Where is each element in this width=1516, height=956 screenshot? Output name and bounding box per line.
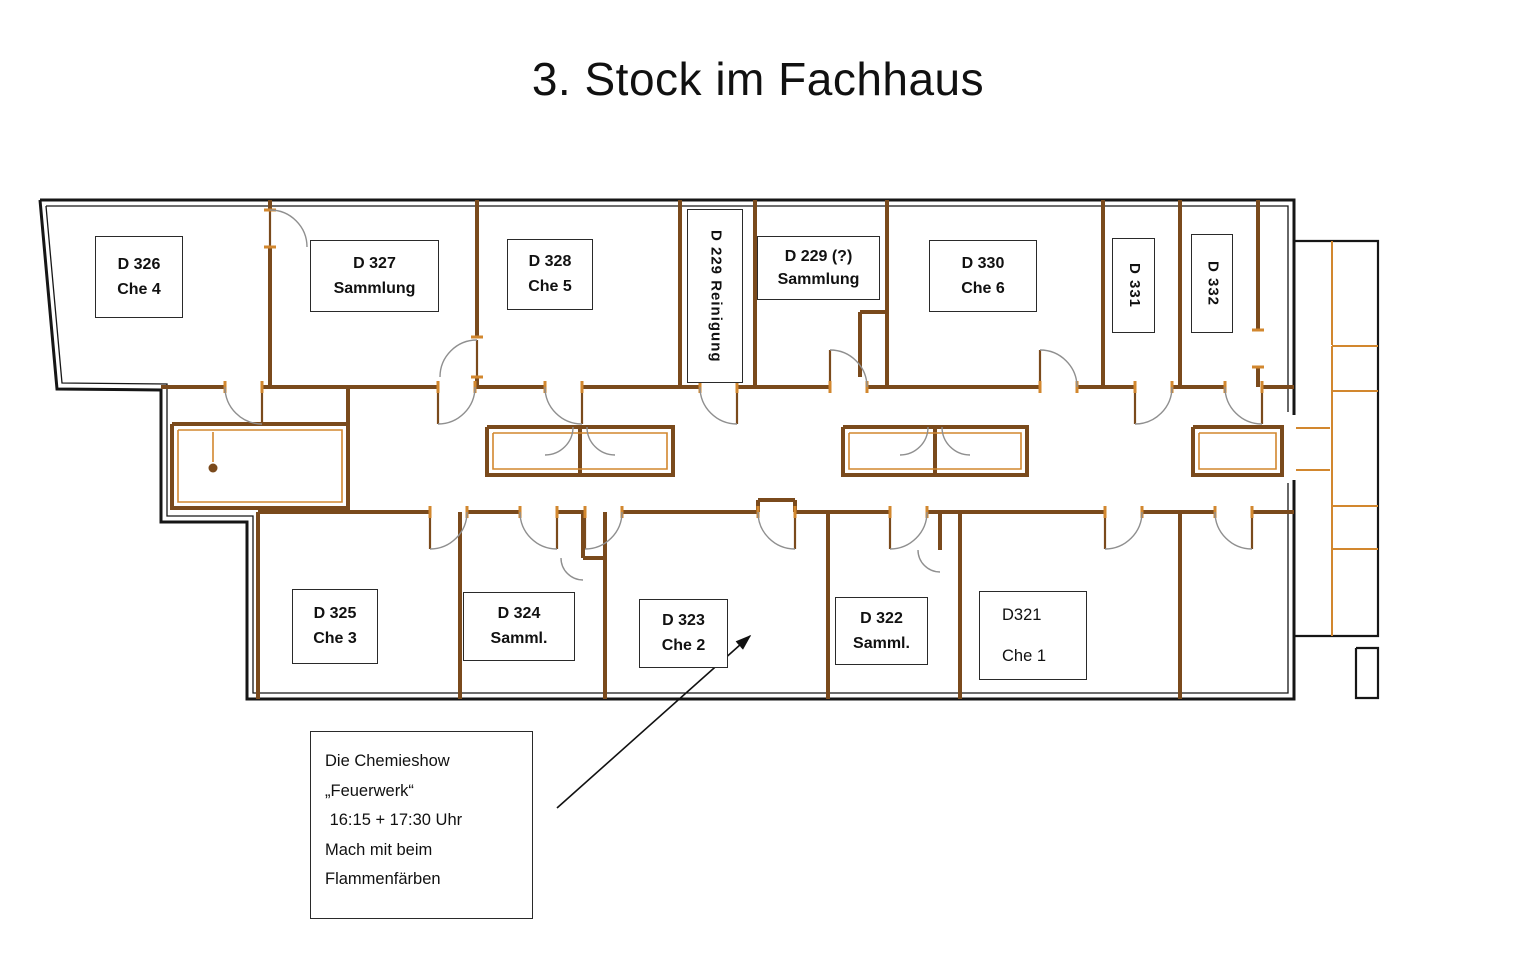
room-label-d321: D321 Che 1 (979, 591, 1087, 680)
room-number: D 328 (528, 253, 572, 271)
room-title: Sammlung (333, 279, 416, 297)
room-label-d331: D 331 (1112, 238, 1155, 333)
page-title: 3. Stock im Fachhaus (531, 53, 985, 105)
room-label-d330: D 330 Che 6 (929, 240, 1037, 312)
room-number: D 326 (117, 255, 161, 273)
room-title: Sammlung (777, 270, 860, 288)
stairwell-walls (170, 387, 350, 510)
room-title: Samml. (853, 634, 910, 652)
entry-nook (756, 498, 797, 512)
room-number: D 229 Reinigung (707, 229, 725, 363)
interior-walls (161, 200, 1294, 699)
room-title: Che 2 (661, 637, 706, 654)
room-label-d324: D 324 Samml. (463, 592, 575, 661)
room-title: Che 5 (528, 278, 572, 295)
room-title: Che 4 (117, 280, 161, 298)
room-label-d328: D 328 Che 5 (507, 239, 593, 310)
room-title: Che 3 (313, 630, 357, 647)
room-label-d327: D 327 Sammlung (310, 240, 439, 312)
room-number: D 229 (?) (784, 247, 853, 265)
annotation-line: „Feuerwerk“ (325, 781, 414, 800)
annotation-line: Mach mit beim (325, 840, 433, 859)
room-title: Samml. (490, 630, 548, 647)
room-label-d323: D 323 Che 2 (639, 599, 728, 668)
room-number: D 324 (497, 605, 541, 623)
room-number: D 330 (961, 254, 1005, 272)
building-outline (38, 198, 1380, 701)
room-label-d326: D 326 Che 4 (95, 236, 183, 318)
room-title: Che 6 (961, 279, 1005, 297)
room-number: D 325 (313, 605, 357, 623)
room-number: D 322 (860, 609, 903, 627)
room-label-d229-reinigung: D 229 Reinigung (687, 209, 743, 383)
room-label-d322: D 322 Samml. (835, 597, 928, 665)
corridor-cabinets (485, 425, 1284, 477)
room-title: Che 1 (1002, 646, 1047, 665)
annotation-line: Die Chemieshow (325, 752, 450, 770)
room-label-d229-sammlung: D 229 (?) Sammlung (757, 236, 880, 300)
door-leaves (260, 210, 1264, 549)
room-number: D 331 (1125, 262, 1143, 309)
room-number: D 332 (1204, 260, 1222, 307)
annotation-box: Die Chemieshow „Feuerwerk“ 16:15 + 17:30… (310, 731, 533, 919)
room-number: D321 (1002, 606, 1042, 625)
door-arcs (224, 209, 1263, 581)
room-label-d325: D 325 Che 3 (292, 589, 378, 664)
annotation-line: Flammenfärben (325, 870, 441, 888)
room-number: D 327 (353, 254, 396, 272)
stairwell-dot (208, 463, 218, 473)
annotation-line: 16:15 + 17:30 Uhr (325, 811, 463, 829)
room-label-d332: D 332 (1191, 234, 1233, 333)
room-number: D 323 (662, 612, 705, 630)
